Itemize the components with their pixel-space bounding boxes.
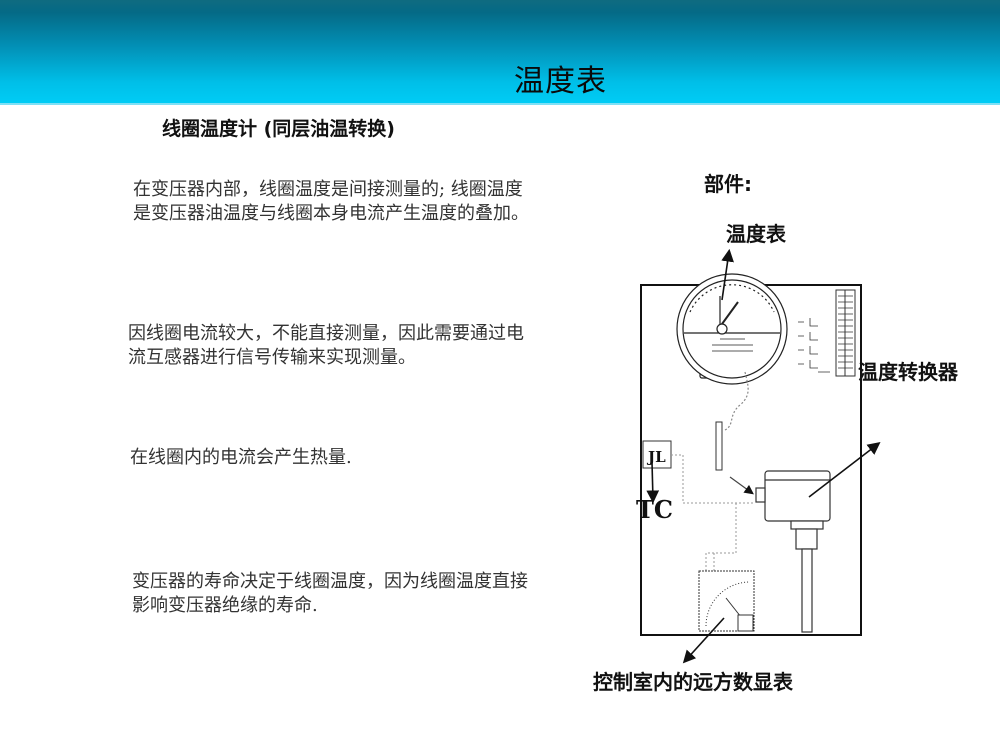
paragraph-current-transformer: 因线圈电流较大，不能直接测量，因此需要通过电 流互感器进行信号传输来实现测量。 <box>128 322 628 370</box>
paragraph-line: 变压器的寿命决定于线圈温度，因为线圈温度直接 <box>132 571 528 592</box>
remote-display-icon <box>698 570 755 632</box>
paragraph-heat: 在线圈内的电流会产生热量. <box>130 446 630 470</box>
paragraph-line: 因线圈电流较大，不能直接测量，因此需要通过电 <box>128 323 524 344</box>
label-remote-display: 控制室内的远方数显表 <box>593 670 793 694</box>
paragraph-line: 流互感器进行信号传输来实现测量。 <box>128 347 416 368</box>
paragraph-line: 影响变压器绝缘的寿命. <box>132 595 318 616</box>
paragraph-line: 在线圈内的电流会产生热量. <box>130 447 352 468</box>
wiring <box>671 454 753 573</box>
slide-subtitle: 线圈温度计 (同层油温转换) <box>162 118 395 140</box>
label-tc: TC <box>636 495 673 524</box>
paragraph-lifetime: 变压器的寿命决定于线圈温度，因为线圈温度直接 影响变压器绝缘的寿命. <box>132 570 632 618</box>
parts-heading: 部件: <box>704 172 752 196</box>
tc-box <box>642 440 672 469</box>
header-banner <box>0 0 1000 103</box>
leader-arrows <box>646 248 881 664</box>
paragraph-indirect-measurement: 在变压器内部，线圈温度是间接测量的; 线圈温度 是变压器油温度与线圈本身电流产生… <box>133 178 633 226</box>
gauge-icon <box>676 273 788 431</box>
terminal-strip-icon <box>798 289 856 377</box>
label-gauge: 温度表 <box>726 222 786 246</box>
paragraph-line: 是变压器油温度与线圈本身电流产生温度的叠加。 <box>133 203 529 224</box>
probe-icon <box>715 421 723 471</box>
slide-title: 温度表 <box>514 64 607 99</box>
transmitter-icon <box>729 470 831 633</box>
header-divider <box>0 103 1000 105</box>
svg-text:JL: JL <box>646 448 666 466</box>
label-converter: 温度转换器 <box>858 360 958 384</box>
paragraph-line: 在变压器内部，线圈温度是间接测量的; 线圈温度 <box>133 179 523 200</box>
